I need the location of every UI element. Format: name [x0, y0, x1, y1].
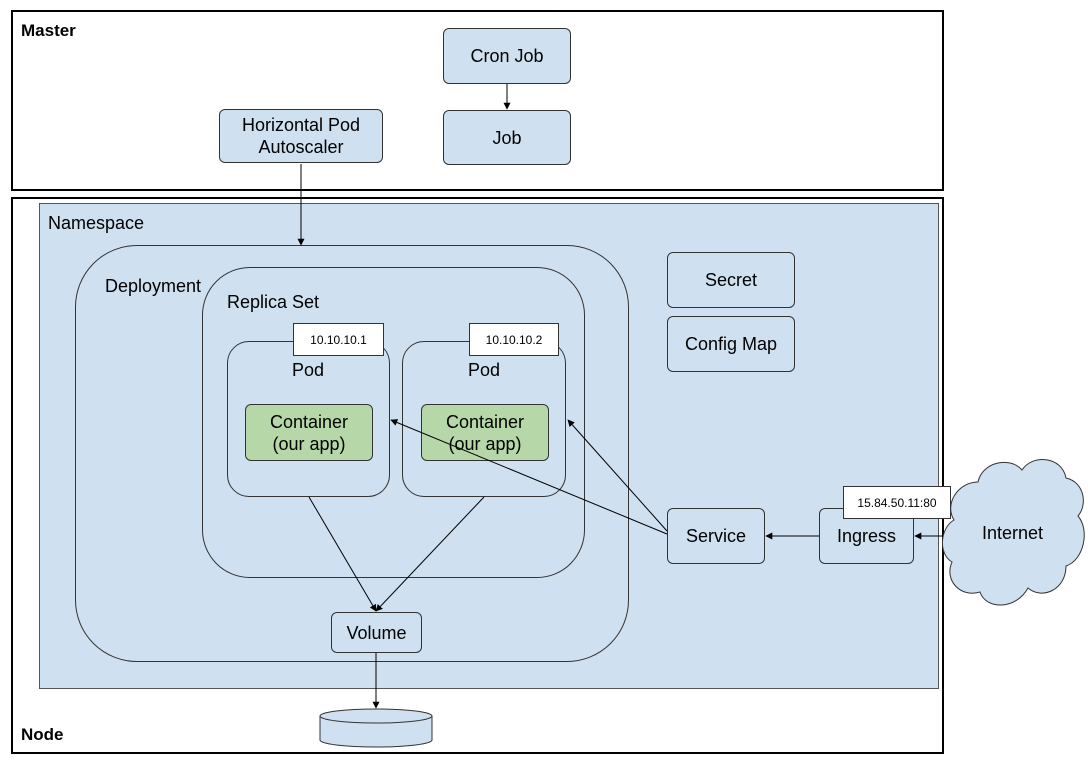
- pod-2-container[interactable]: Container (our app): [421, 404, 549, 461]
- arrow-service-to-pod2: [567, 419, 668, 532]
- job-box[interactable]: Job: [443, 110, 571, 165]
- secret-box[interactable]: Secret: [667, 252, 795, 308]
- pod-1-container[interactable]: Container (our app): [245, 404, 373, 461]
- pod-2-label: Pod: [468, 360, 501, 380]
- config-map-box[interactable]: Config Map: [667, 316, 795, 372]
- namespace-label: Namespace: [48, 213, 145, 233]
- internet-label: Internet: [982, 523, 1044, 543]
- replica-set-label: Replica Set: [227, 292, 320, 312]
- pod-2-ip: 10.10.10.2: [469, 323, 559, 356]
- horizontal-pod-autoscaler-box[interactable]: Horizontal Pod Autoscaler: [219, 109, 383, 163]
- ingress-ip: 15.84.50.11:80: [843, 486, 951, 519]
- cron-job-box[interactable]: Cron Job: [443, 28, 571, 84]
- arrow-pod2-to-volume: [375, 496, 485, 612]
- master-label: Master: [21, 21, 76, 40]
- deployment-label: Deployment: [105, 276, 202, 296]
- arrow-service-to-pod1: [390, 419, 668, 535]
- pod-1-ip: 10.10.10.1: [293, 323, 384, 356]
- service-box[interactable]: Service: [667, 508, 765, 564]
- node-label: Node: [21, 725, 64, 744]
- pod-1-label: Pod: [292, 360, 325, 380]
- arrow-pod1-to-volume: [308, 496, 377, 612]
- disk-icon: [319, 708, 433, 748]
- volume-box[interactable]: Volume: [331, 612, 422, 653]
- internet-cloud-icon: [942, 459, 1085, 606]
